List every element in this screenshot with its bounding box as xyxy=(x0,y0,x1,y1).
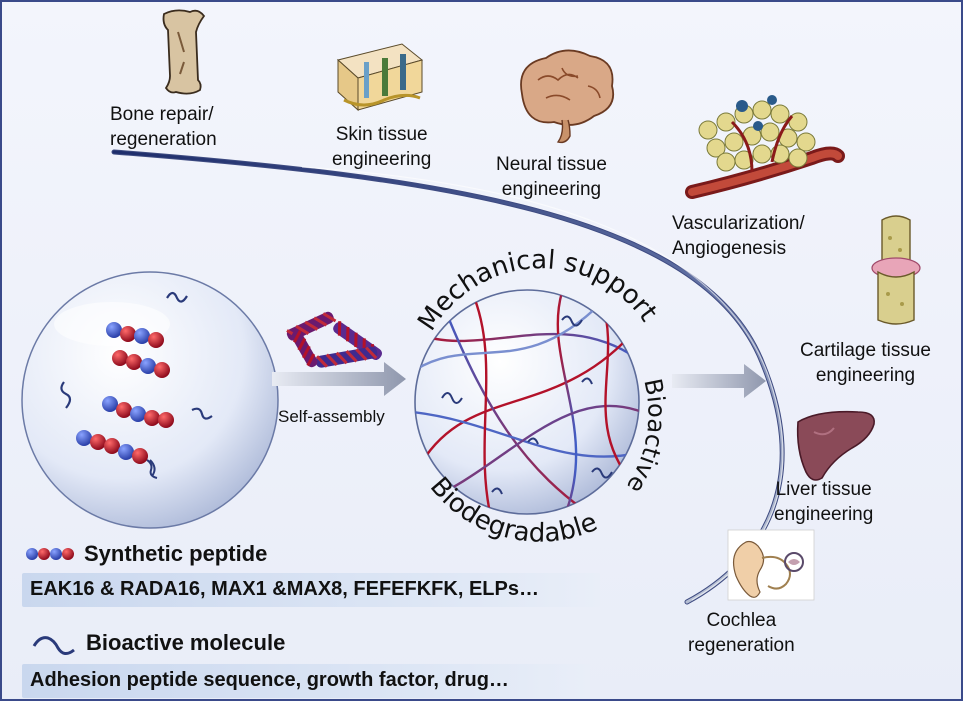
skin-icon xyxy=(336,43,424,112)
brain-icon xyxy=(520,49,615,144)
label-self-assembly: Self-assembly xyxy=(278,407,385,426)
bioactive-examples-band xyxy=(22,664,590,698)
label-vascularization: Vascularization/Angiogenesis xyxy=(672,213,805,259)
self-assembly-arrow xyxy=(272,362,406,396)
bioactive-legend-icon xyxy=(32,636,75,655)
peptide-examples-band xyxy=(22,573,600,607)
vessel-icon xyxy=(685,95,845,199)
peptide-solution-sphere xyxy=(21,271,279,529)
bone-icon xyxy=(162,9,206,95)
legend-bioactive-examples: Adhesion peptide sequence, growth factor… xyxy=(30,669,509,691)
legend-synthetic-peptide: Synthetic peptide xyxy=(84,541,268,566)
peptide-legend-icon xyxy=(26,548,74,560)
liver-icon xyxy=(796,410,875,481)
label-bone-repair: Bone repair/regeneration xyxy=(110,104,217,150)
peptide-chains xyxy=(76,322,174,479)
ear-icon xyxy=(727,529,815,601)
fibril-bundle-icon xyxy=(286,311,382,368)
cartilage-icon xyxy=(871,215,921,325)
legend-peptide-examples: EAK16 & RADA16, MAX1 &MAX8, FEFEFKFK, EL… xyxy=(30,578,539,600)
legend-bioactive-molecule: Bioactive molecule xyxy=(86,630,286,655)
application-arrow xyxy=(672,364,766,398)
